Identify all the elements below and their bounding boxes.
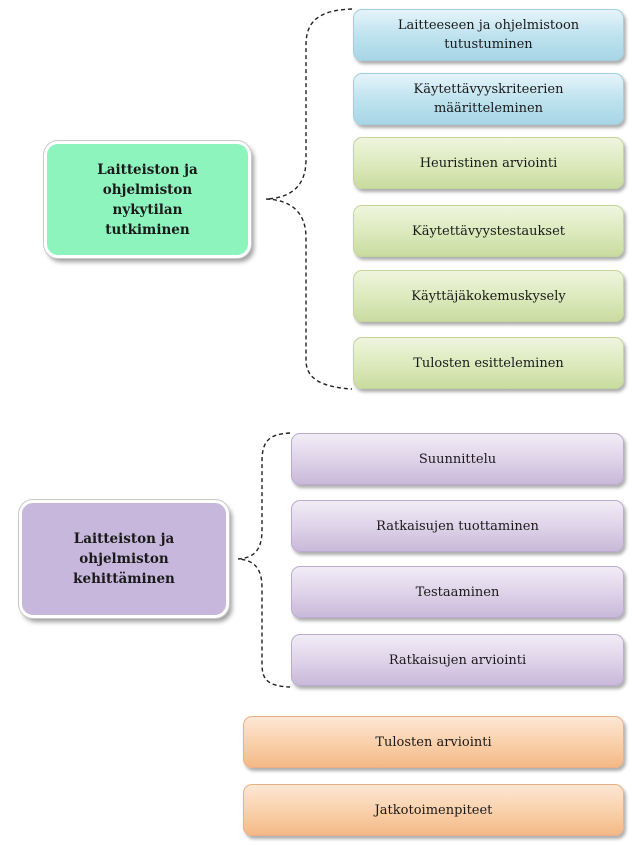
step-follow-up-actions: Jatkotoimenpiteet (243, 784, 624, 836)
brace-group-1 (265, 8, 353, 390)
step-results-evaluation: Tulosten arviointi (243, 716, 624, 768)
step-solution-evaluation: Ratkaisujen arviointi (291, 634, 624, 686)
main-box-current-state-label: Laitteiston ja ohjelmiston nykytilan tut… (97, 161, 198, 238)
main-box-development-label: Laitteiston ja ohjelmiston kehittäminen (73, 531, 175, 587)
step-user-experience-survey: Käyttäjäkokemuskysely (353, 270, 624, 322)
brace-group-2 (237, 432, 291, 688)
step-results-presentation: Tulosten esitteleminen (353, 337, 624, 389)
step-producing-solutions: Ratkaisujen tuottaminen (291, 500, 624, 552)
step-design: Suunnittelu (291, 433, 624, 485)
step-usability-criteria: Käytettävyyskriteerien määritteleminen (353, 73, 624, 125)
step-heuristic-evaluation: Heuristinen arviointi (353, 137, 624, 189)
step-testing: Testaaminen (291, 566, 624, 618)
step-device-familiarization: Laitteeseen ja ohjelmistoon tutustuminen (353, 9, 624, 61)
main-box-current-state: Laitteiston ja ohjelmiston nykytilan tut… (44, 141, 251, 258)
step-usability-testing: Käytettävyystestaukset (353, 205, 624, 257)
main-box-development: Laitteiston ja ohjelmiston kehittäminen (19, 500, 229, 618)
